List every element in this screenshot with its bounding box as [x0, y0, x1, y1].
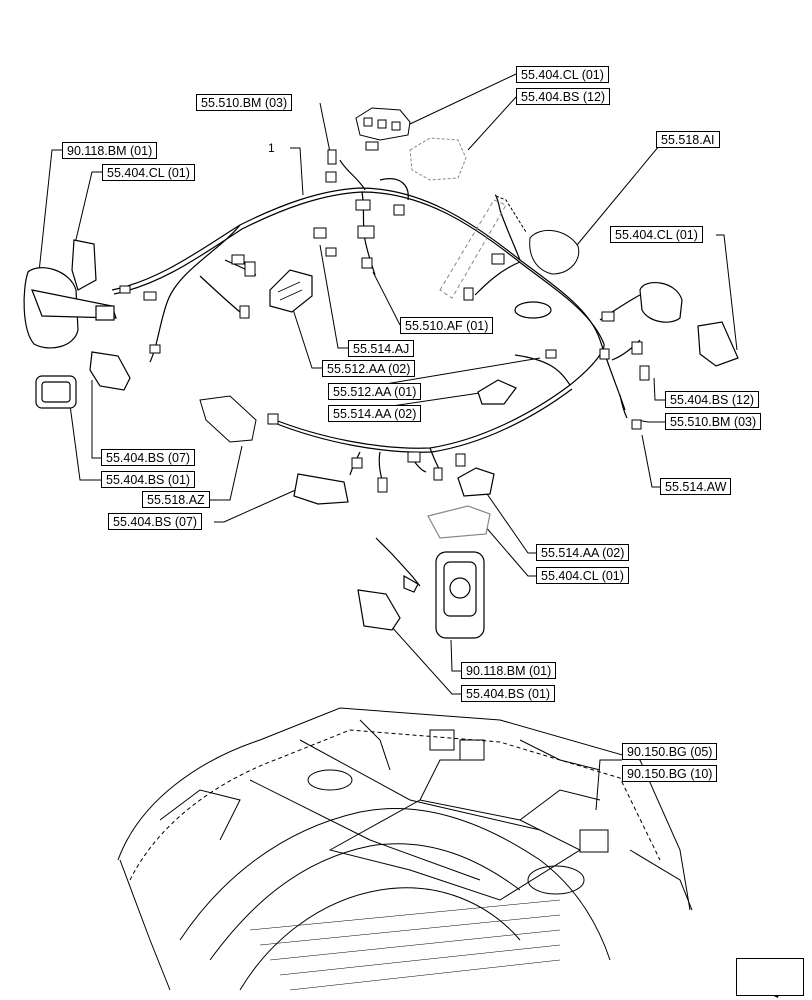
callout-55-514-aw[interactable]: 55.514.AW — [660, 478, 732, 495]
left-mirror-assembly — [23, 239, 117, 349]
cab-structure — [117, 707, 693, 991]
upper-work-light — [355, 107, 411, 141]
callout-55-404-bs-01-lower[interactable]: 55.404.BS (01) — [461, 685, 556, 702]
callout-90-118-bm-01-lower[interactable]: 90.118.BM (01) — [461, 662, 557, 679]
upper-lamp-ghost — [409, 137, 467, 181]
callout-55-510-bm-03-right[interactable]: 55.510.BM (03) — [665, 413, 762, 430]
callout-55-404-cl-01-lower[interactable]: 55.404.CL (01) — [536, 567, 629, 584]
item-number: 1 — [268, 141, 275, 155]
callout-55-512-aa-02[interactable]: 55.512.AA (02) — [322, 360, 416, 377]
leader-lines — [35, 73, 738, 811]
lower-center-lamps — [427, 467, 495, 539]
callout-55-404-bs-07-lower[interactable]: 55.404.BS (07) — [108, 513, 203, 530]
callout-55-404-cl-01-top[interactable]: 55.404.CL (01) — [516, 66, 609, 83]
callout-55-404-cl-01-right[interactable]: 55.404.CL (01) — [610, 226, 703, 243]
callout-90-150-bg-05[interactable]: 90.150.BG (05) — [622, 743, 718, 760]
callout-55-510-bm-03-top[interactable]: 55.510.BM (03) — [196, 94, 293, 111]
callout-55-510-af-01[interactable]: 55.510.AF (01) — [400, 317, 494, 334]
cab-floor-shading — [249, 899, 561, 991]
left-lamps — [35, 351, 131, 409]
callout-55-518-az[interactable]: 55.518.AZ — [142, 491, 210, 508]
rear-sensor-unit — [495, 195, 580, 275]
callout-55-512-aa-01[interactable]: 55.512.AA (01) — [328, 383, 422, 400]
callout-55-404-bs-12-top[interactable]: 55.404.BS (12) — [516, 88, 611, 105]
sensor-bracket — [199, 395, 257, 443]
callout-55-514-aa-02-lower[interactable]: 55.514.AA (02) — [536, 544, 630, 561]
callout-55-404-bs-12-right[interactable]: 55.404.BS (12) — [665, 391, 760, 408]
callout-55-404-bs-01-left[interactable]: 55.404.BS (01) — [101, 471, 196, 488]
callout-55-404-cl-01-left[interactable]: 55.404.CL (01) — [102, 164, 195, 181]
right-work-lamp — [639, 282, 739, 367]
callout-55-518-ai[interactable]: 55.518.AI — [656, 131, 720, 148]
lower-mirror-assembly — [357, 537, 485, 639]
callout-55-404-bs-07-left[interactable]: 55.404.BS (07) — [101, 449, 196, 466]
lower-left-lamp — [293, 473, 349, 505]
interior-lamp-upper — [477, 301, 552, 405]
callout-55-514-aj[interactable]: 55.514.AJ — [348, 340, 415, 357]
callout-90-150-bg-10[interactable]: 90.150.BG (10) — [622, 765, 718, 782]
control-module — [269, 269, 313, 313]
callout-55-514-aa-02-mid[interactable]: 55.514.AA (02) — [328, 405, 422, 422]
callout-90-118-bm-01-top[interactable]: 90.118.BM (01) — [62, 142, 158, 159]
wiring-harness — [111, 159, 641, 491]
next-page-button[interactable] — [736, 958, 804, 996]
connectors — [119, 141, 650, 493]
